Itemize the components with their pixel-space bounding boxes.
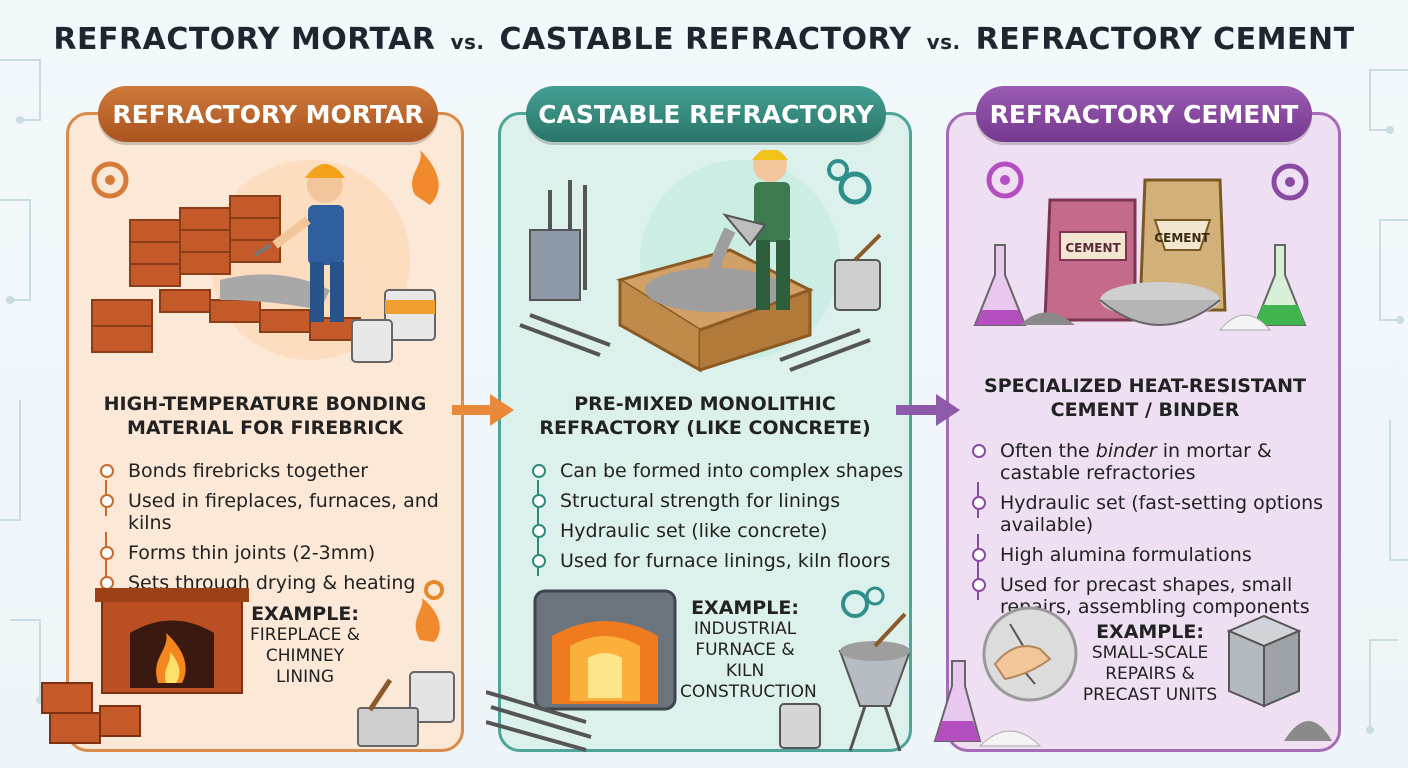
cement-example-line3: PRECAST UNITS bbox=[1082, 685, 1218, 705]
fire-icon bbox=[412, 150, 439, 205]
gear-icon bbox=[424, 580, 444, 600]
bricklayer-illustration bbox=[91, 150, 439, 363]
bag-label-2: CEMENT bbox=[1154, 231, 1210, 245]
mortar-example: EXAMPLE: FIREPLACE & CHIMNEY LINING bbox=[240, 604, 370, 688]
mortar-desc-line1: HIGH-TEMPERATURE BONDING bbox=[103, 393, 427, 415]
page-title: REFRACTORY MORTAR vs. CASTABLE REFRACTOR… bbox=[0, 22, 1408, 57]
flasks-illustration bbox=[933, 660, 1042, 747]
list-item: Structural strength for linings bbox=[524, 480, 904, 516]
mortar-description: HIGH-TEMPERATURE BONDING MATERIAL FOR FI… bbox=[80, 392, 450, 440]
mortar-desc-line2: MATERIAL FOR FIREBRICK bbox=[126, 417, 404, 439]
list-item: Used in fireplaces, furnaces, and kilns bbox=[92, 480, 462, 534]
cement-example: EXAMPLE: SMALL-SCALE REPAIRS & PRECAST U… bbox=[1080, 622, 1220, 706]
list-item: Can be formed into complex shapes bbox=[524, 460, 904, 482]
list-item: Used for furnace linings, kiln floors bbox=[524, 540, 904, 576]
castable-desc-line1: PRE-MIXED MONOLITHIC bbox=[574, 393, 836, 415]
gear-icon bbox=[841, 586, 885, 618]
mortar-bullets: Bonds firebricks together Used in firepl… bbox=[92, 460, 462, 602]
bag-label-1: CEMENT bbox=[1065, 241, 1121, 255]
title-part-cement: REFRACTORY CEMENT bbox=[975, 22, 1355, 57]
castable-desc-line2: REFRACTORY (LIKE CONCRETE) bbox=[539, 417, 871, 439]
arrow-right-icon bbox=[452, 394, 514, 426]
mortar-example-line1: FIREPLACE & bbox=[249, 625, 361, 645]
cement-example-line1: SMALL-SCALE bbox=[1091, 643, 1209, 663]
title-vs-1: vs. bbox=[450, 30, 485, 54]
gear-icon bbox=[91, 161, 129, 199]
list-item: Hydraulic set (like concrete) bbox=[524, 510, 904, 546]
cement-example-line2: REPAIRS & bbox=[1105, 664, 1195, 684]
mixer-illustration bbox=[779, 586, 910, 752]
list-item: Forms thin joints (2-3mm) bbox=[92, 532, 462, 568]
cement-desc-line1: SPECIALIZED HEAT-RESISTANT bbox=[984, 375, 1306, 397]
cement-example-label: EXAMPLE: bbox=[1096, 621, 1204, 643]
cement-bags-illustration: CEMENT CEMENT bbox=[973, 161, 1309, 331]
mortar-example-line2: CHIMNEY LINING bbox=[265, 646, 345, 687]
mortar-example-label: EXAMPLE: bbox=[251, 603, 359, 625]
gear-icon bbox=[986, 161, 1024, 199]
crack-repair-illustration bbox=[982, 606, 1078, 702]
castable-description: PRE-MIXED MONOLITHIC REFRACTORY (LIKE CO… bbox=[510, 392, 900, 440]
fire-icon bbox=[415, 598, 440, 642]
castable-example-line1: INDUSTRIAL bbox=[693, 619, 797, 639]
banner-castable: CASTABLE REFRACTORY bbox=[526, 86, 886, 142]
banner-mortar: REFRACTORY MORTAR bbox=[98, 86, 438, 142]
castable-example: EXAMPLE: INDUSTRIAL FURNACE & KILN CONST… bbox=[680, 597, 817, 703]
title-vs-2: vs. bbox=[926, 30, 961, 54]
castable-bullets: Can be formed into complex shapes Struct… bbox=[524, 460, 904, 580]
gear-icon bbox=[1271, 163, 1309, 201]
rebar-illustration bbox=[486, 690, 592, 752]
cement-description: SPECIALIZED HEAT-RESISTANT CEMENT / BIND… bbox=[960, 374, 1330, 422]
gear-icon bbox=[827, 159, 872, 205]
list-item: Bonds firebricks together bbox=[92, 460, 462, 482]
castable-example-line2: FURNACE & KILN bbox=[695, 640, 795, 681]
cement-desc-line2: CEMENT / BINDER bbox=[1050, 399, 1240, 421]
casting-illustration bbox=[519, 150, 882, 373]
furnace-illustration bbox=[533, 589, 677, 711]
banner-cement: REFRACTORY CEMENT bbox=[976, 86, 1312, 142]
list-item: High alumina formulations bbox=[964, 534, 1334, 570]
precast-blocks-illustration bbox=[1226, 614, 1332, 741]
castable-example-label: EXAMPLE: bbox=[691, 597, 799, 619]
title-part-mortar: REFRACTORY MORTAR bbox=[53, 22, 436, 57]
title-part-castable: CASTABLE REFRACTORY bbox=[499, 22, 912, 57]
castable-example-line3: CONSTRUCTION bbox=[680, 682, 817, 702]
cement-bullets: Often the binder in mortar &castable ref… bbox=[964, 440, 1334, 626]
fireplace-illustration bbox=[41, 588, 249, 744]
list-item: Often the binder in mortar &castable ref… bbox=[964, 440, 1334, 484]
mortar-tools-illustration bbox=[357, 580, 455, 747]
arrow-right-icon-2 bbox=[896, 394, 960, 426]
